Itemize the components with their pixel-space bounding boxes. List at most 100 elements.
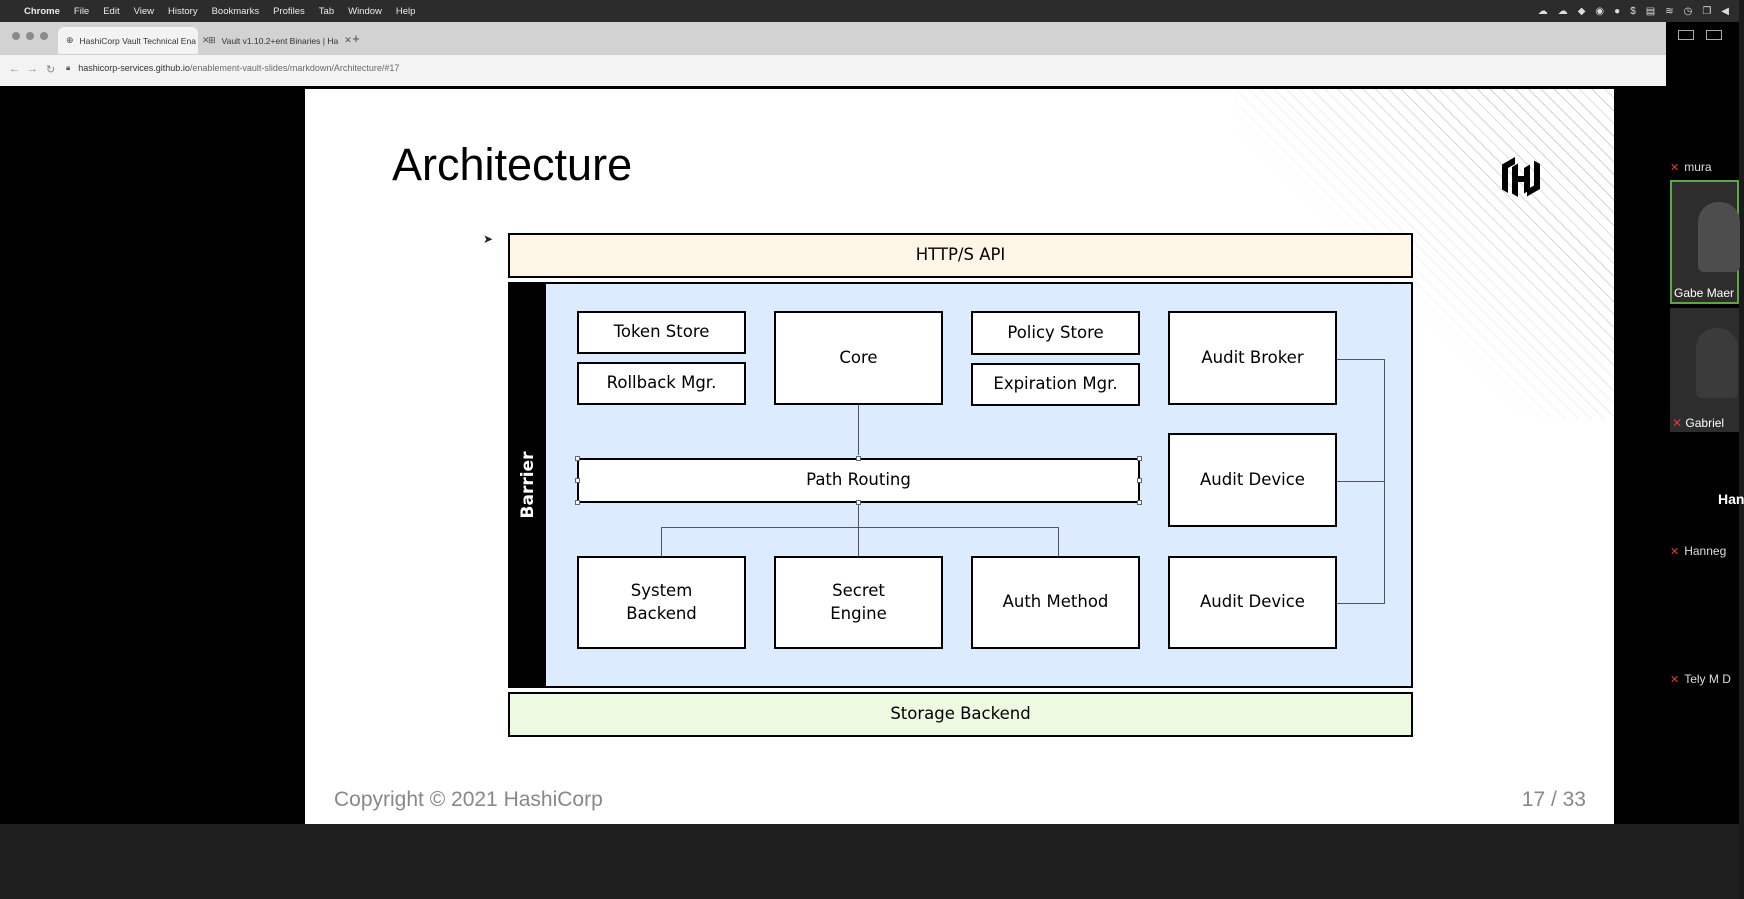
video-person xyxy=(1696,328,1738,398)
page-viewport: Architecture HTTP/S API Barrier Token St… xyxy=(0,86,1666,825)
resize-handle[interactable] xyxy=(1137,478,1142,483)
connector-backends-horizontal xyxy=(661,527,1059,528)
participant-name: mura xyxy=(1684,160,1712,174)
address-bar-row: ← → ↻ 🔒︎ hashicorp-services.github.io/en… xyxy=(0,54,1666,86)
hashicorp-favicon-icon: ⊞ xyxy=(208,35,216,45)
tab-title: HashiCorp Vault Technical Ena xyxy=(79,35,196,46)
menu-profiles[interactable]: Profiles xyxy=(273,5,305,17)
resize-handle[interactable] xyxy=(1137,456,1142,461)
window-controls xyxy=(12,32,54,40)
participant-video-gabriel[interactable]: ✕ Gabriel xyxy=(1670,308,1739,432)
menu-file[interactable]: File xyxy=(73,5,90,17)
resize-handle[interactable] xyxy=(575,478,580,483)
clock-icon[interactable]: ◷ xyxy=(1683,5,1693,17)
dropbox-icon[interactable]: ◆ xyxy=(1577,5,1586,17)
url-host: hashicorp-services.github.io xyxy=(78,63,190,73)
participant-video-gabe[interactable]: Gabe Maer xyxy=(1670,180,1740,304)
video-call-sidebar: ✕ mura Gabe Maer ✕ Gabriel Han ✕ Hanneg … xyxy=(1666,22,1744,824)
connector-system-backend xyxy=(661,527,662,556)
minimize-panel-icon[interactable] xyxy=(1678,30,1694,40)
volume-icon[interactable]: ◀ xyxy=(1721,5,1729,17)
connector-auth-method xyxy=(1058,527,1059,556)
resize-handle[interactable] xyxy=(856,500,861,505)
muted-mic-icon: ✕ xyxy=(1670,545,1680,558)
sidebar-controls xyxy=(1678,30,1734,40)
tab-strip: ⊕ HashiCorp Vault Technical Ena ✕ ⊞ Vaul… xyxy=(0,22,1666,54)
circle-icon[interactable]: ◉ xyxy=(1595,5,1605,17)
mouse-pointer-icon: ➤ xyxy=(483,232,494,246)
muted-mic-icon: ✕ xyxy=(1670,673,1680,686)
connector-audit-broker xyxy=(1335,359,1385,360)
lock-icon[interactable]: 🔒︎ xyxy=(66,63,71,72)
url-field[interactable]: 🔒︎ hashicorp-services.github.io/enableme… xyxy=(66,63,399,73)
screens-icon[interactable]: ❐ xyxy=(1702,5,1712,17)
connector-core-routing xyxy=(858,405,859,455)
menu-view[interactable]: View xyxy=(133,5,155,17)
status-icons: ☁ ☁ ◆ ◉ ● $ ▤ ≋ ◷ ❐ ◀ xyxy=(1538,0,1739,22)
auth-method-box: Auth Method xyxy=(971,556,1140,649)
path-routing-box[interactable]: Path Routing xyxy=(577,458,1140,503)
muted-mic-icon: ✕ xyxy=(1670,161,1680,174)
participant-name: Gabe Maer xyxy=(1674,286,1735,300)
desktop-background xyxy=(0,824,1739,899)
http-api-box: HTTP/S API xyxy=(508,233,1413,278)
close-window-button[interactable] xyxy=(12,32,20,40)
forward-arrow-icon[interactable]: → xyxy=(27,63,38,75)
audit-broker-box: Audit Broker xyxy=(1168,311,1337,405)
menu-tab[interactable]: Tab xyxy=(318,5,335,17)
policy-store-box: Policy Store xyxy=(971,311,1140,355)
barrier-label: Barrier xyxy=(518,451,538,519)
cloud-icon[interactable]: ☁ xyxy=(1537,5,1548,17)
resize-handle[interactable] xyxy=(575,456,580,461)
tab-vault-binaries[interactable]: ⊞ Vault v1.10.2+ent Binaries | Ha ✕ xyxy=(200,27,352,54)
participant-avatar-name: Han xyxy=(1718,491,1744,507)
muted-mic-icon: ✕ xyxy=(1672,416,1686,430)
zoom-window-button[interactable] xyxy=(40,32,48,40)
slide-title: Architecture xyxy=(392,139,633,190)
cloud-icon[interactable]: ☁ xyxy=(1557,5,1568,17)
browser-window: ⊕ HashiCorp Vault Technical Ena ✕ ⊞ Vaul… xyxy=(0,22,1666,86)
architecture-diagram: HTTP/S API Barrier Token Store Rollback … xyxy=(305,89,1614,825)
slide-page-number: 17 / 33 xyxy=(1521,788,1586,811)
menu-edit[interactable]: Edit xyxy=(103,5,120,17)
url-path: /enablement-vault-slides/markdown/Archit… xyxy=(189,63,400,73)
expiration-mgr-box: Expiration Mgr. xyxy=(971,363,1140,406)
back-arrow-icon[interactable]: ← xyxy=(9,63,20,75)
menu-help[interactable]: Help xyxy=(395,5,416,17)
menu-bookmarks[interactable]: Bookmarks xyxy=(211,5,260,17)
participant-mura[interactable]: ✕ mura xyxy=(1670,160,1712,174)
participant-name: Tely M D xyxy=(1684,672,1731,686)
connector-audit-vertical xyxy=(1384,359,1385,604)
menu-window[interactable]: Window xyxy=(348,5,382,17)
audit-device-box-1: Audit Device xyxy=(1168,433,1337,527)
slide: Architecture HTTP/S API Barrier Token St… xyxy=(305,89,1614,825)
bell-icon[interactable]: ● xyxy=(1614,5,1621,17)
mac-menubar: Chrome File Edit View History Bookmarks … xyxy=(0,0,1739,22)
participant-tely[interactable]: ✕ Tely M D xyxy=(1670,672,1731,686)
view-mode-icon[interactable] xyxy=(1706,30,1722,40)
resize-handle[interactable] xyxy=(856,456,861,461)
new-tab-button[interactable]: + xyxy=(352,31,360,46)
stripes-icon[interactable]: ≋ xyxy=(1665,5,1674,17)
menu-history[interactable]: History xyxy=(168,5,198,17)
resize-handle[interactable] xyxy=(1137,500,1142,505)
script-icon[interactable]: $ xyxy=(1630,5,1636,17)
core-box: Core xyxy=(774,311,943,405)
storage-backend-box: Storage Backend xyxy=(508,692,1413,737)
video-person xyxy=(1698,202,1740,272)
rollback-mgr-box: Rollback Mgr. xyxy=(577,362,746,405)
close-tab-icon[interactable]: ✕ xyxy=(201,35,210,45)
participant-name: Hanneg xyxy=(1684,544,1727,558)
menu-app-chrome[interactable]: Chrome xyxy=(24,5,60,17)
tab-vault-technical[interactable]: ⊕ HashiCorp Vault Technical Ena ✕ xyxy=(58,27,209,54)
resize-handle[interactable] xyxy=(575,500,580,505)
tab-title: Vault v1.10.2+ent Binaries | Ha xyxy=(221,35,339,46)
close-tab-icon[interactable]: ✕ xyxy=(344,35,352,45)
secret-engine-box: Secret Engine xyxy=(774,556,943,649)
barrier-bar: Barrier xyxy=(510,284,546,686)
connector-audit-device-2 xyxy=(1335,603,1385,604)
minimize-window-button[interactable] xyxy=(26,32,34,40)
reload-icon[interactable]: ↻ xyxy=(46,64,56,76)
participant-hanneg[interactable]: ✕ Hanneg xyxy=(1670,544,1726,558)
panel-icon[interactable]: ▤ xyxy=(1645,5,1656,17)
